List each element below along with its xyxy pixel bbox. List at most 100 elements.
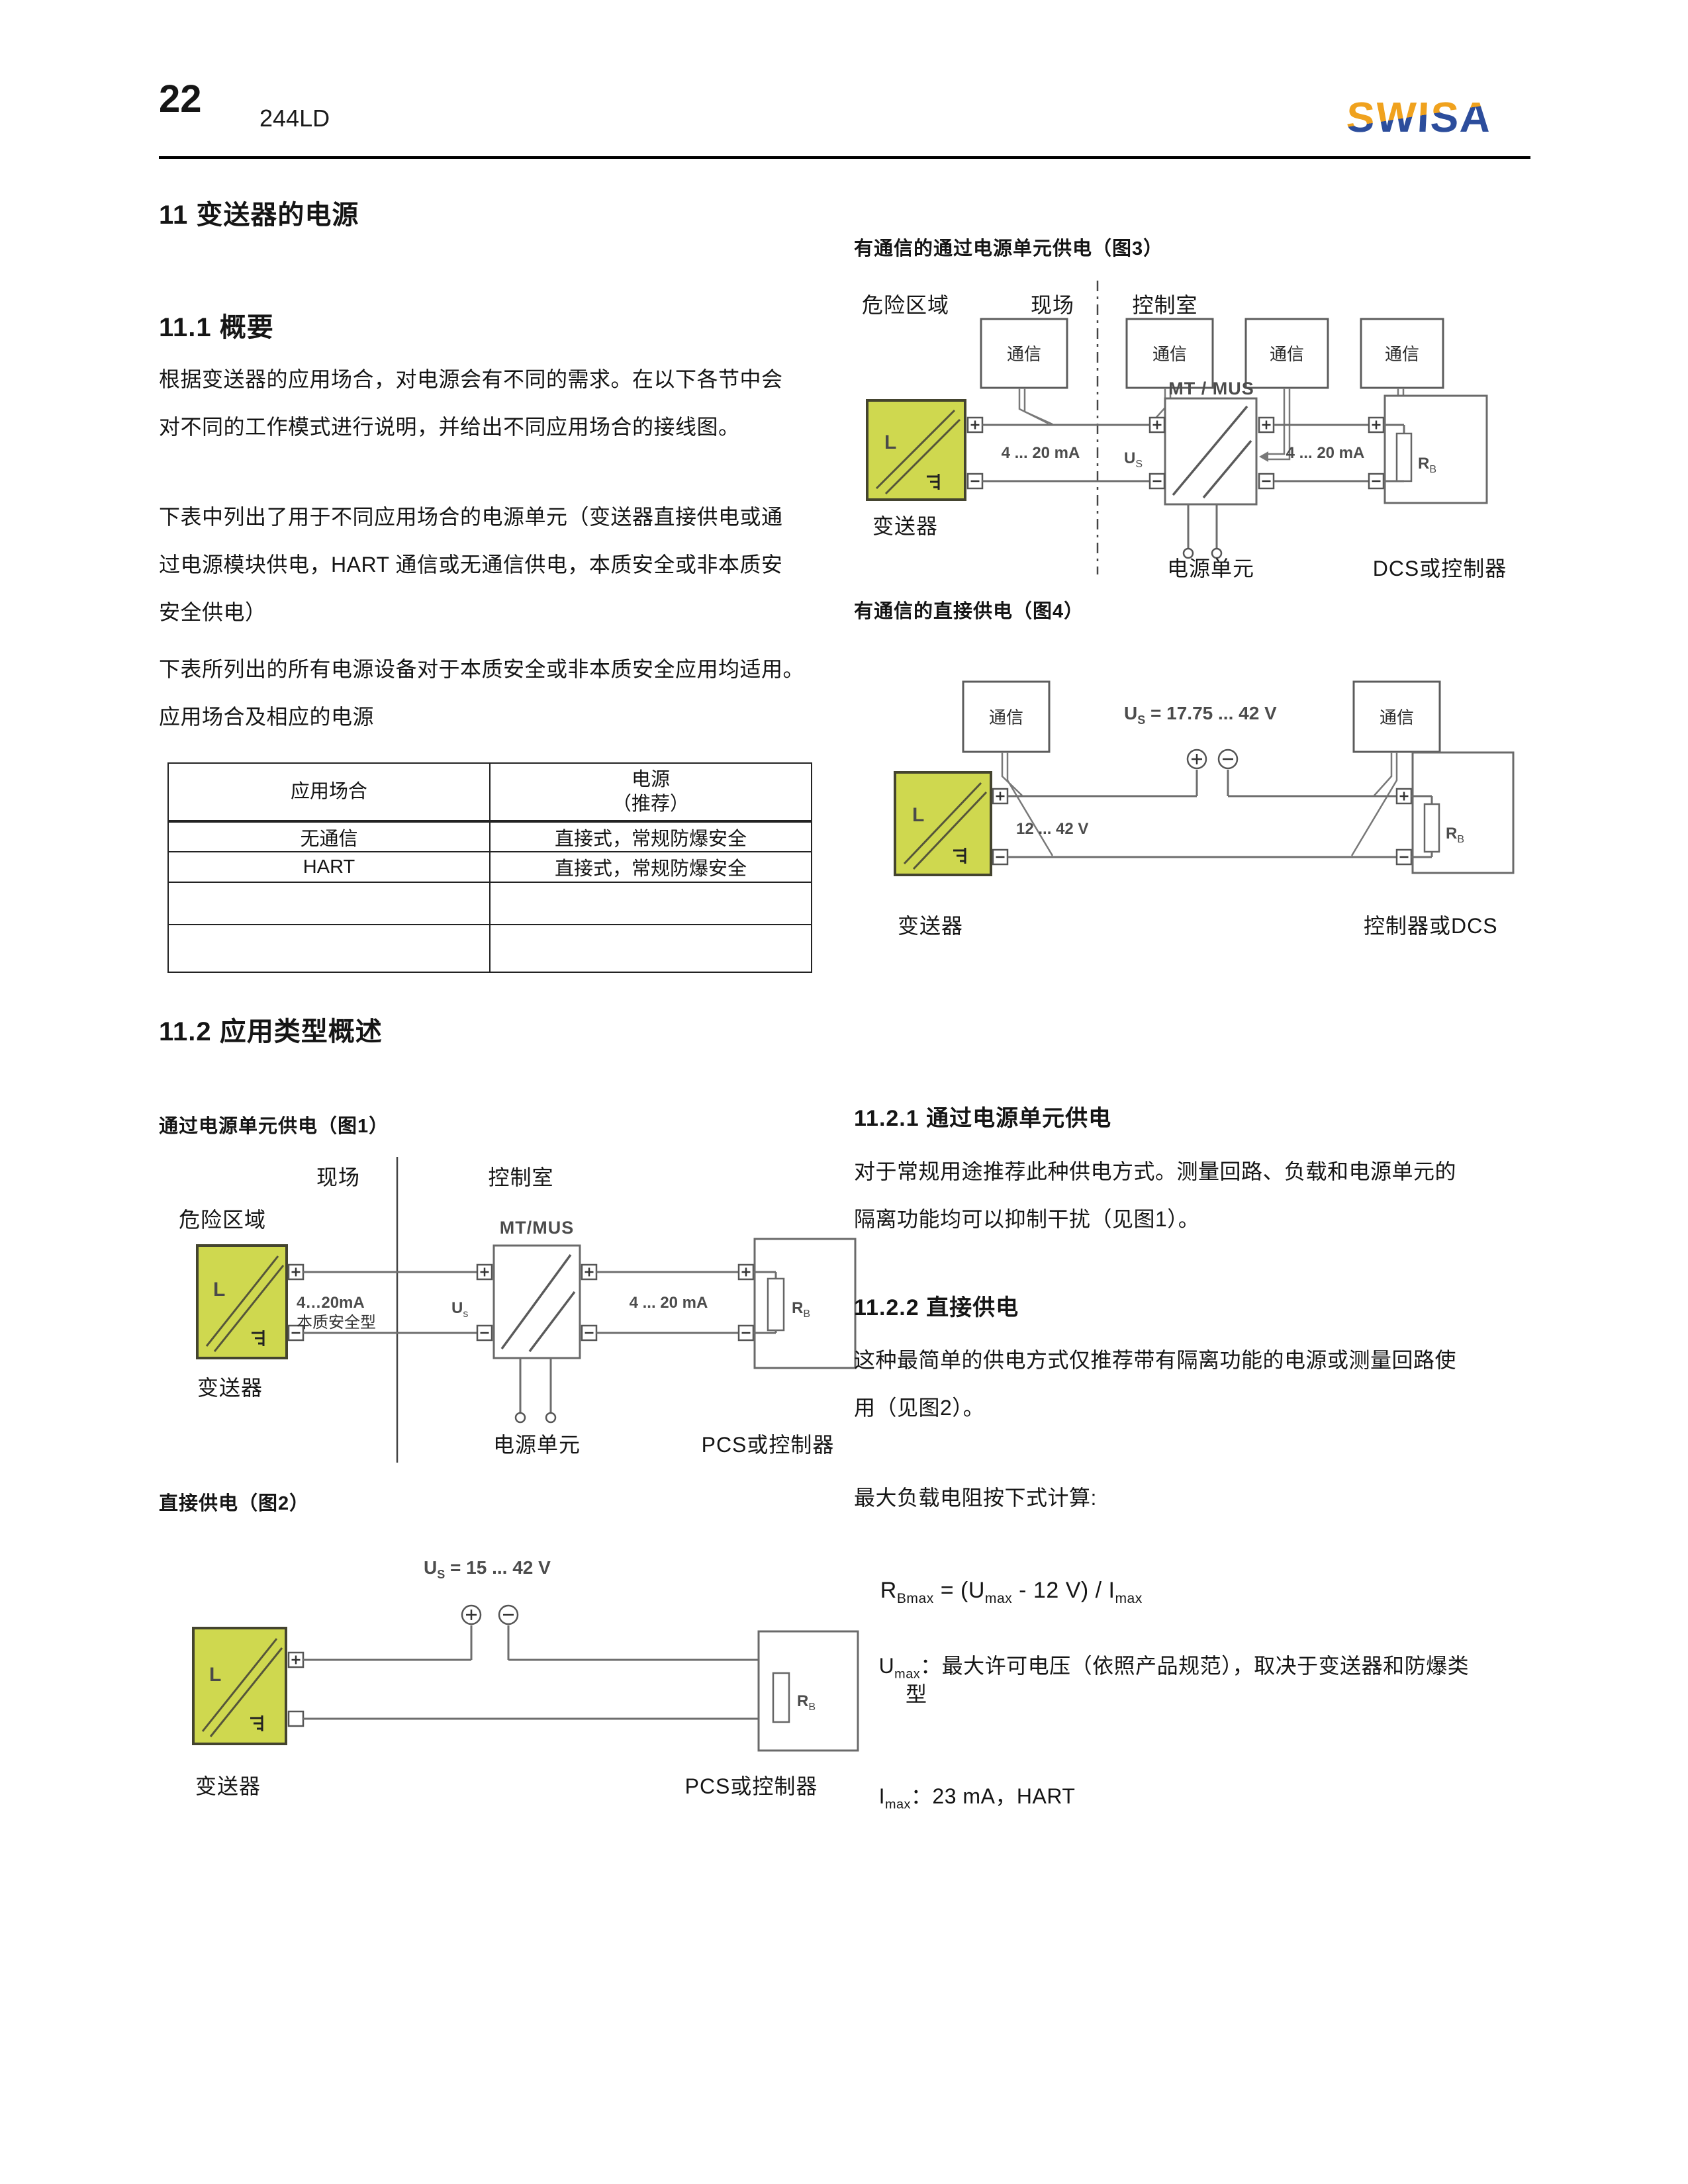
transmitter-diagonal <box>875 409 956 490</box>
us-label: US <box>1124 449 1143 470</box>
current-range-label: 4 ... 20 mA <box>630 1294 708 1312</box>
power-supply-table: 应用场合 电源 （推荐） 无通信 直接式，常规防爆安全 HART 直接式，常规防… <box>167 762 812 973</box>
minus-terminal-icon <box>1368 473 1385 490</box>
plus-supply-terminal-icon <box>1186 749 1207 770</box>
transmitter-l-label: L <box>209 1664 221 1686</box>
table-header-row: 应用场合 电源 （推荐） <box>167 762 812 823</box>
rbmax-formula: RBmax = (Umax - 12 V) / Imax <box>854 1552 1143 1633</box>
minus-terminal-icon <box>1258 473 1275 490</box>
section-11-2-title: 11.2 应用类型概述 <box>159 1017 383 1046</box>
paragraph-line: 隔离功能均可以抑制干扰（见图1）。 <box>854 1207 1200 1231</box>
paragraph-line: 应用场合及相应的电源 <box>159 705 375 729</box>
comm-box <box>980 318 1068 389</box>
minus-terminal-icon <box>476 1324 493 1342</box>
transmitter-diagonal <box>201 1638 278 1732</box>
plus-supply-terminal-icon <box>461 1604 482 1625</box>
comm-stem <box>1267 388 1286 455</box>
psu-diagonal <box>500 1253 572 1350</box>
imax-text: ：23 mA，HART <box>910 1784 1076 1808</box>
figure4-diagram: 通信 通信 US = 17.75 ... 42 V L 12 ... 42 V … <box>894 680 1515 938</box>
supply-voltage-label: US = 15 ... 42 V <box>424 1557 551 1581</box>
transmitter-diagonal <box>884 418 961 495</box>
cell-application: HART <box>167 851 491 883</box>
imax-symbol: I <box>878 1784 885 1808</box>
comm-stem <box>1006 752 1054 856</box>
section-11-2-1-title: 11.2.1 通过电源单元供电 <box>854 1106 1112 1131</box>
minus-terminal-icon <box>581 1324 598 1342</box>
formula-i-sub: max <box>1115 1590 1143 1606</box>
paragraph-line: 过电源模块供电，HART 通信或无通信供电，本质安全或非本质安 <box>159 553 783 576</box>
table-row <box>167 924 812 973</box>
transmitter-diagonal <box>912 791 988 870</box>
cell-power: 直接式，常规防爆安全 <box>489 851 812 883</box>
rb-label: RB <box>1418 455 1436 475</box>
paragraph-line: 下表所列出的所有电源设备对于本质安全或非本质安全应用均适用。 <box>159 657 805 681</box>
transmitter-diagonal <box>213 1265 285 1352</box>
controller-label: PCS或控制器 <box>685 1774 818 1798</box>
cell-power <box>489 924 812 973</box>
paragraph-line: 这种最简单的供电方式仅推荐带有隔离功能的电源或测量回路使 <box>854 1348 1457 1372</box>
controller-label: 控制器或DCS <box>1364 914 1498 938</box>
transmitter-diagonal <box>903 782 982 865</box>
rb-label: RB <box>797 1692 816 1713</box>
umax-text: ：最大许可电压（依照产品规范），取决于变送器和防爆类 <box>920 1654 1470 1678</box>
transmitter-diagonal <box>205 1255 279 1347</box>
power-supply-table-wrap: 应用场合 电源 （推荐） 无通信 直接式，常规防爆安全 HART 直接式，常规防… <box>167 762 812 973</box>
plus-terminal-icon <box>476 1263 493 1281</box>
paragraph-line: 安全供电） <box>159 600 267 624</box>
plus-terminal-icon <box>737 1263 755 1281</box>
cell-power: 直接式，常规防爆安全 <box>489 821 812 852</box>
plus-terminal-icon <box>992 788 1009 805</box>
figure3-diagram: 危险区域 现场 控制室 通信 通信 通信 通信 MT / MUS L 4 ...… <box>862 281 1507 580</box>
current-range-label: 4 ... 20 mA <box>1002 444 1080 462</box>
plus-terminal-icon <box>966 416 984 433</box>
table-row <box>167 882 812 925</box>
power-unit-label: 电源单元 <box>493 1433 581 1457</box>
controller-label: DCS或控制器 <box>1373 557 1507 580</box>
section-11-1-title: 11.1 概要 <box>159 313 274 342</box>
table-row: 无通信 直接式，常规防爆安全 <box>167 821 812 852</box>
imax-sub: max <box>884 1797 911 1812</box>
product-model: 244LD <box>259 105 330 132</box>
terminal-icon <box>287 1710 305 1727</box>
field-label: 现场 <box>1031 293 1074 317</box>
comm-stem <box>1374 752 1393 796</box>
plus-terminal-icon <box>287 1263 305 1281</box>
formula-u-sub: max <box>984 1590 1013 1606</box>
comm-label: 通信 <box>1007 344 1041 364</box>
transmitter-diagonal <box>209 1647 283 1737</box>
paragraph-line: 最大负载电阻按下式计算: <box>854 1486 1097 1510</box>
pin-circle-icon <box>514 1412 526 1424</box>
minus-terminal-icon <box>1395 848 1413 866</box>
umax-sub: max <box>894 1666 921 1682</box>
formula-mid2: - 12 V) / <box>1012 1578 1109 1603</box>
figure2-diagram: US = 15 ... 42 V L RB 变送器 PCS或控制器 <box>192 1557 859 1798</box>
umax-symbol: U <box>878 1654 895 1678</box>
comm-stem <box>1001 752 1023 796</box>
figure1-caption: 通过电源单元供电（图1） <box>159 1116 389 1137</box>
comm-label: 通信 <box>1385 344 1419 364</box>
plus-terminal-icon <box>581 1263 598 1281</box>
comm-label: 通信 <box>1380 707 1414 727</box>
formula-r: R <box>880 1578 897 1603</box>
control-room-label: 控制室 <box>1132 293 1197 317</box>
field-label: 现场 <box>316 1165 360 1189</box>
minus-supply-terminal-icon <box>1217 749 1239 770</box>
minus-terminal-icon <box>966 473 984 490</box>
psu-diagonal <box>1202 439 1252 499</box>
load-resistor <box>1423 803 1440 853</box>
transmitter-l-label: L <box>912 804 924 826</box>
table-header-power: 电源 （推荐） <box>489 762 812 823</box>
swisa-logo: SWISA <box>1345 93 1493 141</box>
pin-circle-icon <box>545 1412 557 1424</box>
hazardous-area-label: 危险区域 <box>862 293 949 317</box>
mt-mus-label: MT/MUS <box>500 1218 574 1238</box>
comm-box <box>1125 318 1214 389</box>
us-label: Us <box>451 1299 468 1320</box>
minus-terminal-icon <box>737 1324 755 1342</box>
load-resistor <box>772 1672 790 1723</box>
load-resistor <box>1395 432 1413 482</box>
cell-application <box>167 882 491 925</box>
comm-stem <box>1267 388 1291 461</box>
